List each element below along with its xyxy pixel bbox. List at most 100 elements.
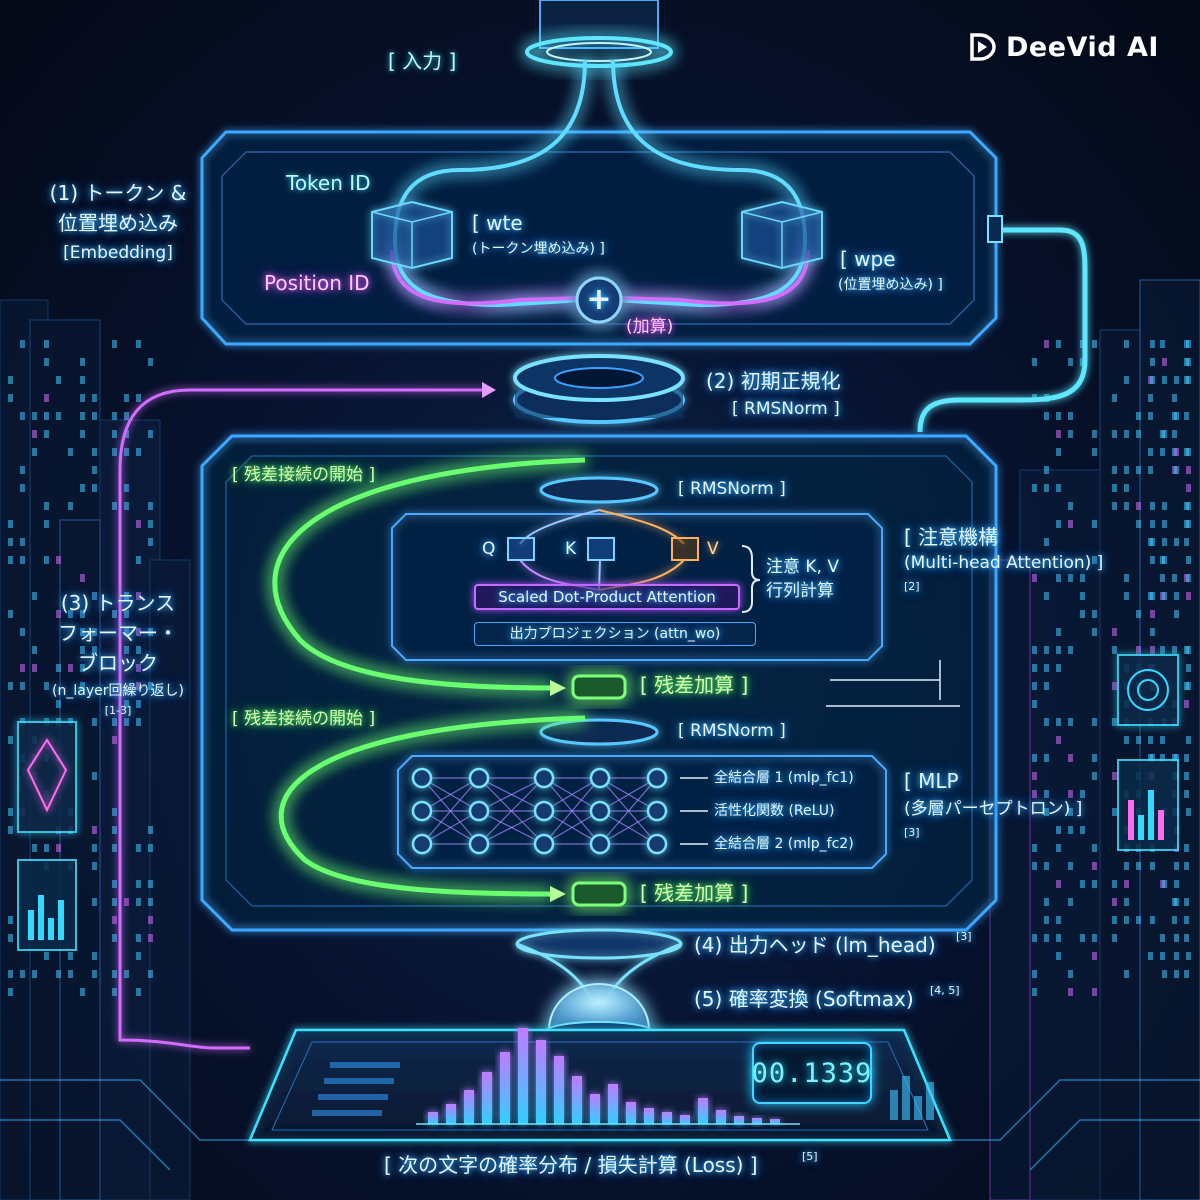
mlp-neuron (533, 800, 555, 822)
building-window (1112, 916, 1117, 924)
building-window (56, 376, 61, 384)
building-window (112, 502, 117, 510)
building-window (1184, 754, 1189, 762)
building-window (112, 340, 117, 348)
building-window (1112, 646, 1117, 654)
building-window (1160, 934, 1165, 942)
building-window (124, 394, 129, 402)
building-window (1162, 358, 1167, 366)
building-window (1112, 484, 1117, 492)
kv-note-line2: 行列計算 (766, 581, 834, 601)
building-window (136, 664, 141, 672)
footer-title: [ 次の文字の確率分布 / 損失計算 (Loss) ] (384, 1153, 758, 1177)
building-window (1184, 412, 1189, 420)
building-window (136, 952, 141, 960)
building-window (1174, 466, 1179, 474)
building-window (44, 844, 49, 852)
building-window (92, 646, 97, 654)
building-window (124, 700, 129, 708)
building-window (148, 628, 153, 636)
building-window (136, 592, 141, 600)
building-window (1032, 646, 1037, 654)
building-window (1150, 862, 1155, 870)
output-head-title: (4) 出力ヘッド (lm_head) (694, 933, 936, 957)
k-label: K (565, 539, 577, 559)
building-window (1160, 754, 1165, 762)
building-window (56, 700, 61, 708)
building-window (56, 970, 61, 978)
building-window (1136, 646, 1141, 654)
building-window (1032, 934, 1037, 942)
probability-histogram (416, 1028, 800, 1125)
building-window (32, 664, 37, 672)
building-window (20, 682, 25, 690)
mlp-neuron (411, 833, 433, 855)
histogram-bar (644, 1108, 654, 1124)
building-window (44, 394, 49, 402)
building-window (1136, 862, 1141, 870)
building-window (1044, 898, 1049, 906)
building-window (1186, 664, 1191, 672)
building-window (1160, 736, 1165, 744)
mlp-neuron (646, 833, 668, 855)
building-window (1184, 538, 1189, 546)
mlp-norm-ring (539, 718, 659, 746)
building-window (148, 358, 153, 366)
building-window (44, 412, 49, 420)
building-window (1184, 844, 1189, 852)
wall-screen-left (17, 721, 77, 951)
building-window (112, 898, 117, 906)
building-window (1184, 862, 1189, 870)
building-window (136, 394, 141, 402)
building-window (1068, 970, 1073, 978)
building-window (1032, 988, 1037, 996)
building-window (1068, 502, 1073, 510)
building-window (112, 988, 117, 996)
histogram-bar (770, 1119, 780, 1124)
building-window (148, 880, 153, 888)
building-window (136, 556, 141, 564)
mlp-neuron (589, 767, 611, 789)
building-window (1044, 754, 1049, 762)
building-window (1160, 952, 1165, 960)
building-window (1124, 484, 1129, 492)
building-window (1174, 448, 1179, 456)
building-window (1092, 988, 1097, 996)
building-window (1148, 448, 1153, 456)
building-window (1032, 574, 1037, 582)
building-window (1172, 394, 1177, 402)
building-window (44, 358, 49, 366)
position-id-label: Position ID (264, 271, 370, 295)
building-window (1150, 556, 1155, 564)
building-window (1150, 340, 1155, 348)
building-window (1174, 952, 1179, 960)
building-window (148, 826, 153, 834)
building-window (20, 556, 25, 564)
building-window (148, 502, 153, 510)
attn-residual-start-label: [ 残差接続の開始 ] (232, 465, 376, 485)
building-window (1112, 502, 1117, 510)
building-window (1032, 484, 1037, 492)
building-window (1056, 448, 1061, 456)
building-window (1124, 592, 1129, 600)
building-window (136, 880, 141, 888)
building-window (1162, 538, 1167, 546)
connector-lines (680, 660, 960, 845)
floor-list-line (324, 1078, 394, 1084)
histogram-bar (554, 1056, 564, 1124)
mlp-box (397, 755, 887, 869)
building-window (92, 466, 97, 474)
building-window (20, 484, 25, 492)
building-window (1044, 592, 1049, 600)
building-window (1056, 628, 1061, 636)
residual-arrow-2 (550, 886, 566, 902)
building-window (1162, 520, 1167, 528)
building-window (8, 682, 13, 690)
building-window (148, 898, 153, 906)
building-window (1172, 430, 1177, 438)
mlp-edge (599, 777, 658, 812)
wall-screen-right (1117, 654, 1179, 851)
mlp-edge (478, 810, 545, 845)
building-window (1124, 862, 1129, 870)
histogram-bar (626, 1102, 636, 1124)
